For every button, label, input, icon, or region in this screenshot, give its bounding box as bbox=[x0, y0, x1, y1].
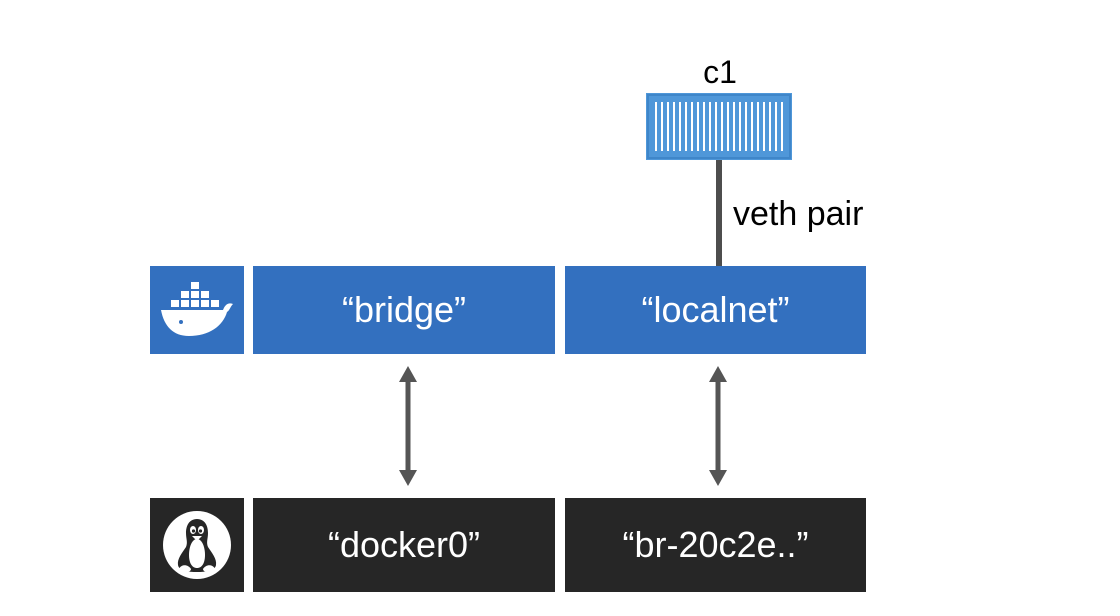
container-c1-icon[interactable] bbox=[646, 93, 792, 160]
linux-bridge-br[interactable]: “br-20c2e..” bbox=[565, 498, 866, 592]
bridge-docker0-arrow bbox=[398, 366, 418, 486]
docker-network-localnet[interactable]: “localnet” bbox=[565, 266, 866, 354]
linux-bridge-docker0[interactable]: “docker0” bbox=[253, 498, 555, 592]
docker-whale-icon bbox=[150, 266, 244, 354]
docker-network-bridge[interactable]: “bridge” bbox=[253, 266, 555, 354]
linux-interface-label: “docker0” bbox=[327, 524, 481, 565]
container-name-label: c1 bbox=[703, 54, 737, 90]
docker-network-label: “localnet” bbox=[641, 289, 790, 330]
veth-pair-label: veth pair bbox=[733, 195, 864, 233]
docker-network-label: “bridge” bbox=[341, 289, 467, 330]
veth-pair-line bbox=[716, 160, 722, 266]
localnet-br-arrow bbox=[708, 366, 728, 486]
linux-interface-label: “br-20c2e..” bbox=[622, 524, 809, 565]
linux-tux-icon bbox=[150, 498, 244, 592]
